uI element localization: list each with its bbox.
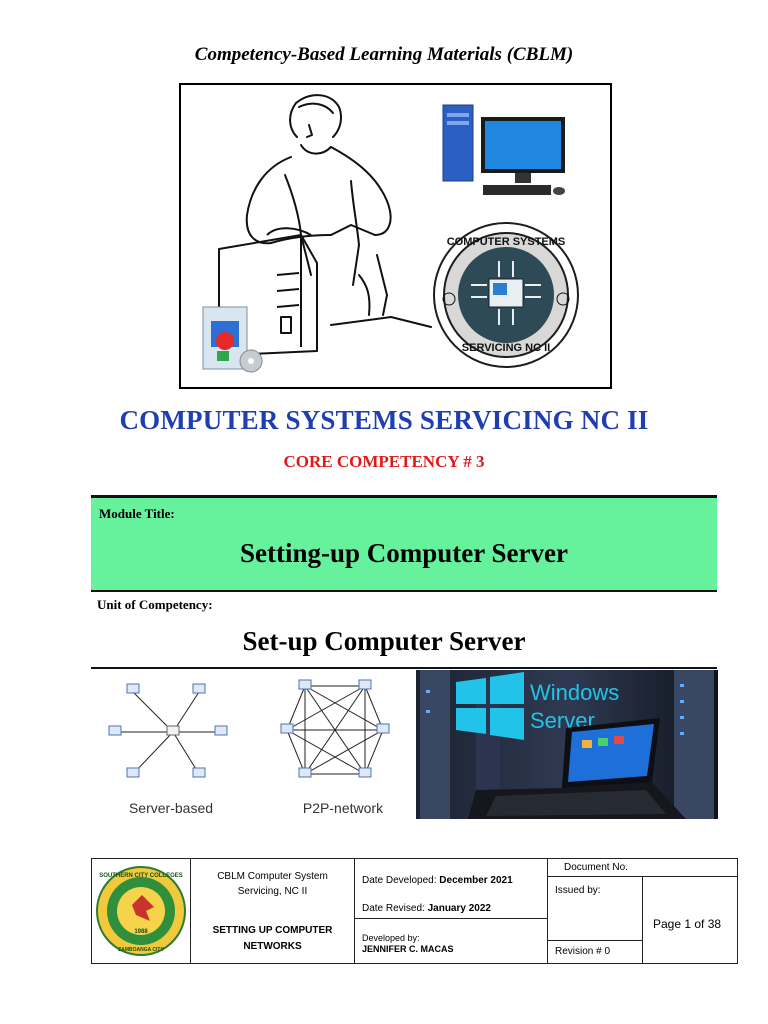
date-revised-label: Date Revised: xyxy=(362,903,425,914)
seal-top-text: SOUTHERN CITY COLLEGES xyxy=(99,873,183,879)
unit-label: Unit of Competency: xyxy=(97,597,213,612)
issued-by-label: Issued by: xyxy=(555,885,601,896)
core-competency: CORE COMPETENCY # 3 xyxy=(283,452,485,471)
logo-ring-top: COMPUTER SYSTEMS xyxy=(447,236,566,248)
module-title: Setting-up Computer Server xyxy=(240,538,568,568)
issued-by-cell: Issued by: xyxy=(548,877,643,941)
developed-by-cell: Developed by: JENNIFER C. MACAS xyxy=(355,919,548,963)
software-box-icon xyxy=(202,306,263,373)
server-based-label: Server-based xyxy=(129,800,213,816)
dates-cell: Date Developed: December 2021 Date Revis… xyxy=(355,859,548,919)
cblm-cell: CBLM Computer System Servicing, NC II xyxy=(191,859,355,911)
divider xyxy=(91,667,717,669)
technician-illustration: COMPUTER SYSTEMS SERVICING NC II xyxy=(202,94,579,373)
p2p-network-label: P2P-network xyxy=(303,800,384,816)
cblm-line1: CBLM Computer System xyxy=(217,871,328,882)
page-number: Page 1 of 38 xyxy=(653,917,722,931)
desktop-computer-icon xyxy=(442,104,565,195)
cover-illustration: COMPUTER SYSTEMS SERVICING NC II xyxy=(179,83,612,389)
school-seal-logo: SOUTHERN CITY COLLEGES ZAMBOANGA CITY 19… xyxy=(96,866,186,956)
document-info-table: SOUTHERN CITY COLLEGES ZAMBOANGA CITY 19… xyxy=(91,858,738,964)
windows-text: Windows xyxy=(530,680,619,705)
document-no-label: Document No. xyxy=(564,862,628,873)
server-based-diagram: Server-based xyxy=(108,683,228,816)
page-number-cell: Page 1 of 38 xyxy=(643,877,737,963)
revision-label: Revision # 0 xyxy=(555,946,611,957)
globe-icon xyxy=(442,292,570,306)
developed-by-label: Developed by: xyxy=(362,933,420,943)
laptop-icon xyxy=(468,718,686,819)
module-label: Module Title: xyxy=(99,506,175,521)
setting-line2: NETWORKS xyxy=(243,941,302,952)
network-diagrams: Server-based P2P-network xyxy=(93,670,415,818)
revision-cell: Revision # 0 xyxy=(548,941,643,963)
developed-by-value: JENNIFER C. MACAS xyxy=(362,944,454,954)
module-title-box: Module Title: Setting-up Computer Server xyxy=(91,495,717,592)
date-developed-value: December 2021 xyxy=(439,875,513,886)
date-developed-label: Date Developed: xyxy=(362,875,437,886)
windows-logo-icon xyxy=(456,672,524,740)
date-revised-value: January 2022 xyxy=(427,903,491,914)
cblm-title: Competency-Based Learning Materials (CBL… xyxy=(194,44,574,65)
windows-server-photo: Windows Server xyxy=(416,670,718,819)
unit-title: Set-up Computer Server xyxy=(242,626,526,656)
school-seal-cell: SOUTHERN CITY COLLEGES ZAMBOANGA CITY 19… xyxy=(92,859,191,963)
css-nc2-logo: COMPUTER SYSTEMS SERVICING NC II xyxy=(433,222,579,368)
p2p-network-diagram: P2P-network xyxy=(280,679,390,816)
cblm-line2: Servicing, NC II xyxy=(237,886,308,897)
seal-city-text: ZAMBOANGA CITY xyxy=(118,947,164,953)
seal-year-text: 1988 xyxy=(134,929,148,935)
logo-ring-bottom: SERVICING NC II xyxy=(462,342,550,354)
setting-line1: SETTING UP COMPUTER xyxy=(212,925,333,936)
main-title: COMPUTER SYSTEMS SERVICING NC II xyxy=(119,405,649,435)
document-no-cell: Document No. xyxy=(548,859,737,877)
setting-up-cell: SETTING UP COMPUTER NETWORKS xyxy=(191,911,355,963)
